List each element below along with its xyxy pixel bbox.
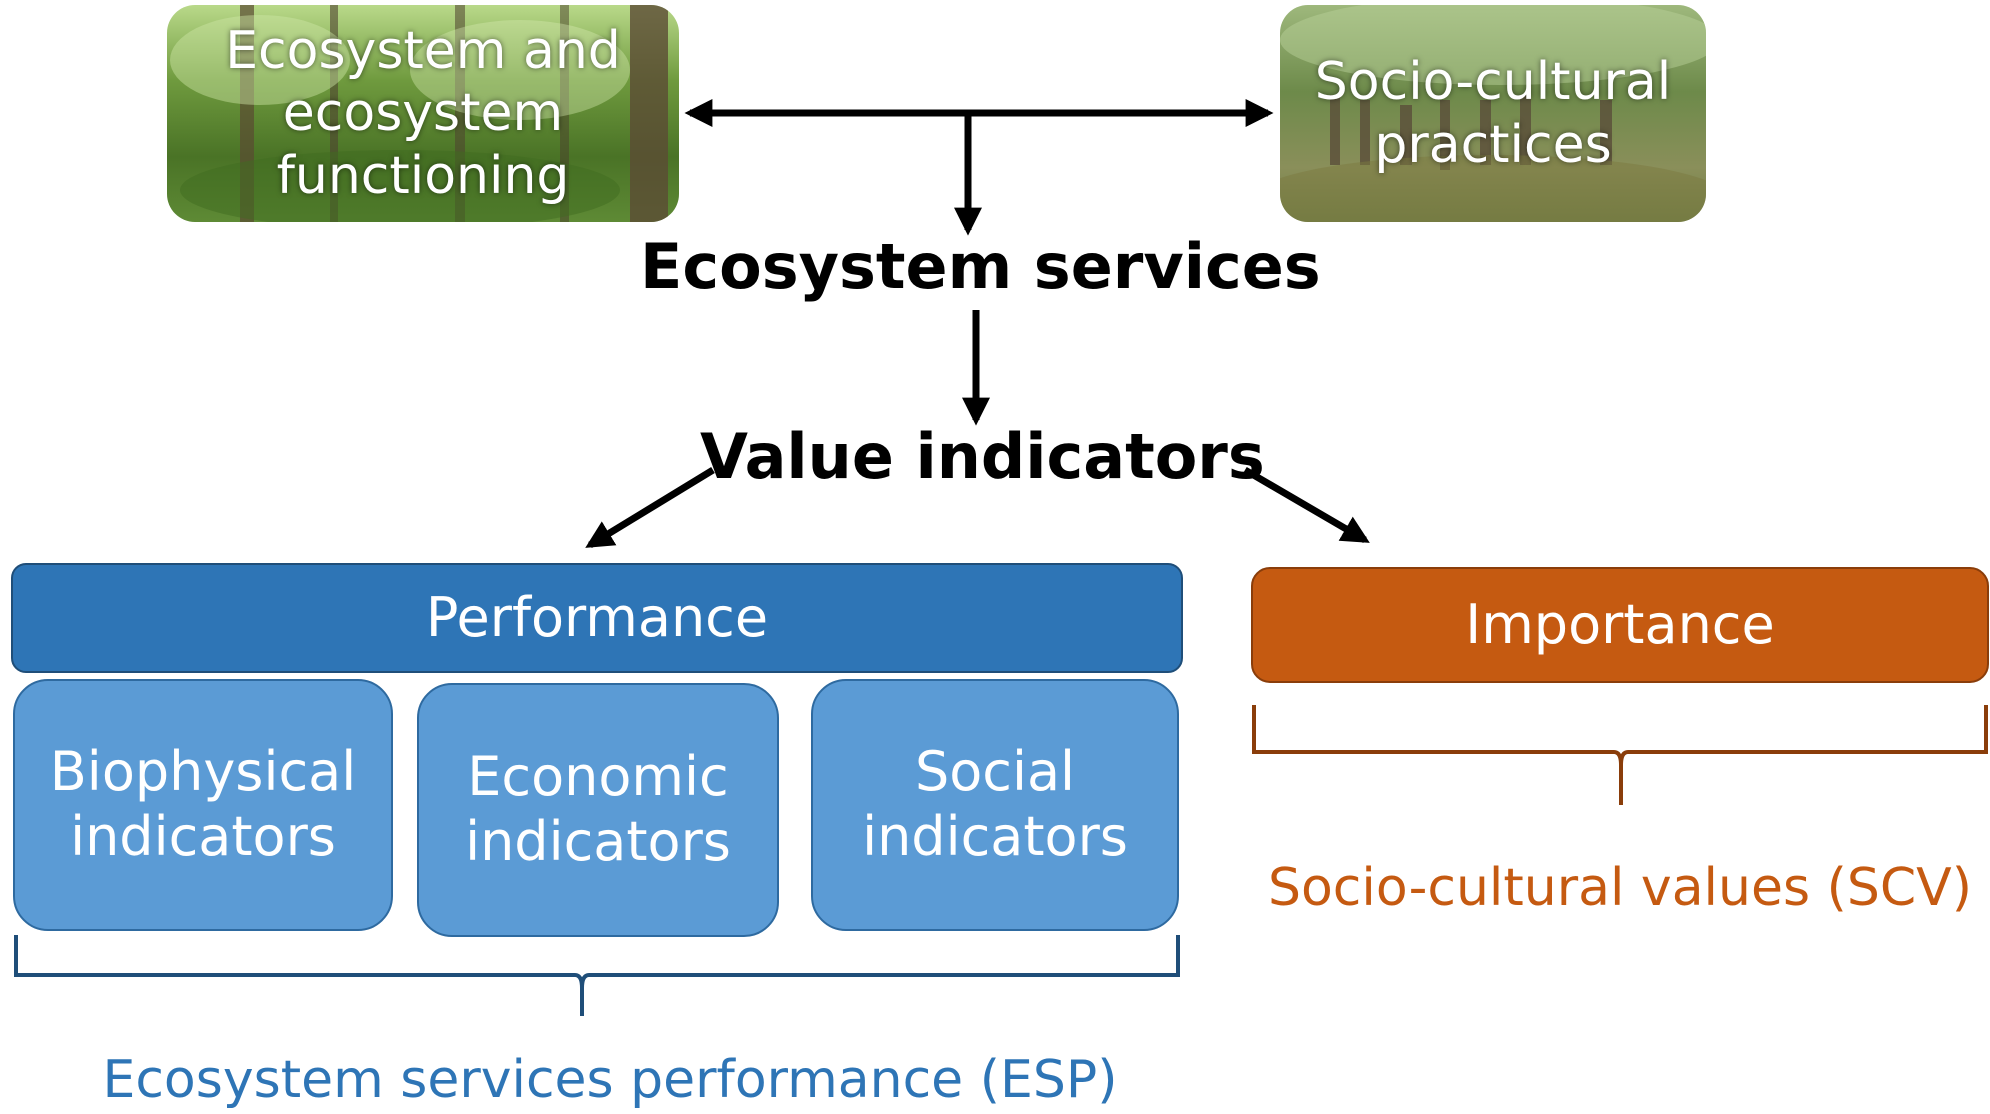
biophysical-label: Biophysical indicators <box>14 680 392 930</box>
practices-line-2: practices <box>1374 114 1612 175</box>
social-label: Social indicators <box>812 680 1178 930</box>
performance-bar <box>11 563 1183 673</box>
scv-caption: Socio-cultural values (SCV) <box>1267 858 1973 918</box>
social-line-2: indicators <box>862 805 1128 868</box>
value-indicators-heading: Value indicators <box>700 420 1265 493</box>
forest-photo <box>167 5 679 222</box>
performance-label: Performance <box>12 564 1182 672</box>
economic-box <box>417 683 779 937</box>
importance-bar <box>1251 567 1989 683</box>
scv-brace <box>1252 705 1988 805</box>
biophysical-line-2: indicators <box>70 805 336 868</box>
importance-text: Importance <box>1465 592 1775 656</box>
field-photo <box>1280 5 1706 222</box>
esp-brace <box>14 935 1180 1016</box>
arrow-to-performance <box>585 467 715 548</box>
biophysical-box <box>13 679 393 931</box>
economic-line-1: Economic <box>467 745 729 809</box>
biophysical-line-1: Biophysical <box>49 740 357 804</box>
ecosystem-functioning-label: Ecosystem and ecosystem functioning <box>167 5 679 222</box>
economic-line-2: indicators <box>465 810 731 873</box>
esp-caption: Ecosystem services performance (ESP) <box>102 1050 1118 1110</box>
ecosystem-line-2: ecosystem <box>282 83 564 144</box>
practices-line-1: Socio-cultural <box>1314 52 1672 113</box>
economic-label: Economic indicators <box>418 684 778 936</box>
performance-text: Performance <box>425 585 769 649</box>
social-line-1: Social <box>914 740 1076 804</box>
social-box <box>811 679 1179 931</box>
ecosystem-services-heading: Ecosystem services <box>640 230 1321 303</box>
arrow-to-importance <box>1243 466 1370 544</box>
ecosystem-line-1: Ecosystem and <box>225 20 621 81</box>
socio-cultural-practices-label: Socio-cultural practices <box>1280 5 1706 222</box>
importance-label: Importance <box>1252 568 1988 682</box>
ecosystem-line-3: functioning <box>276 145 570 206</box>
